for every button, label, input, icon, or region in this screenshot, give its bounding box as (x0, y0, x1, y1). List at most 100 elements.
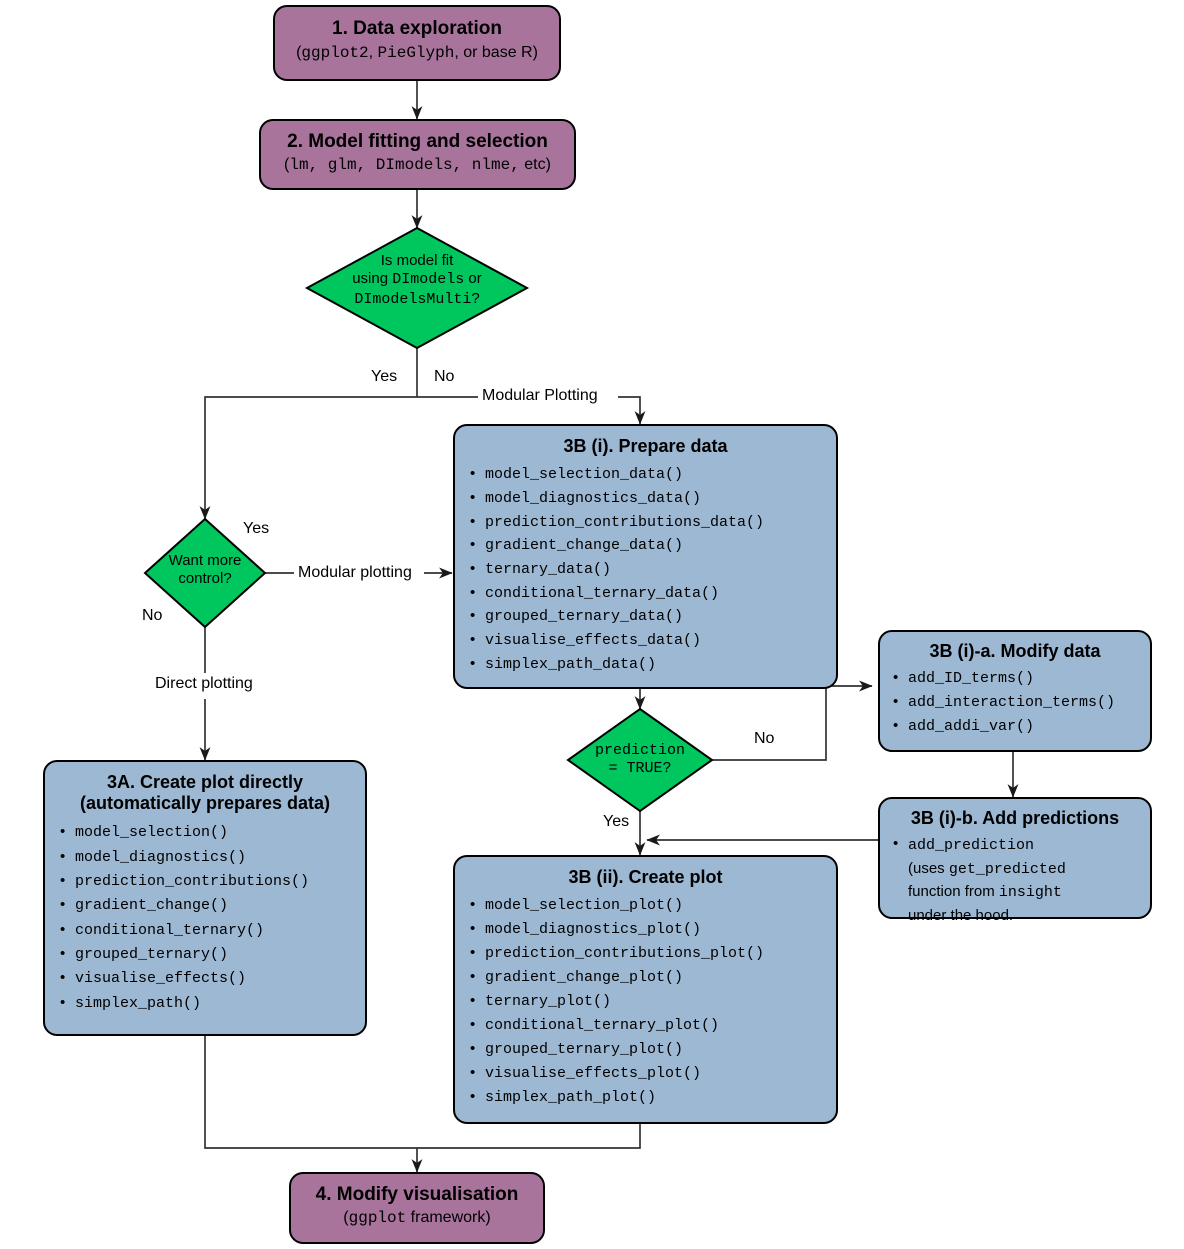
list-item: add_prediction (uses get_predicted funct… (890, 833, 1140, 927)
decision-prediction-label: prediction = TRUE? (556, 742, 724, 779)
list-item: conditional_ternary_plot() (467, 1013, 824, 1038)
uses-word: (uses (908, 859, 949, 877)
node-modify-visualisation-subtitle: (ggplot framework) (291, 1209, 543, 1228)
node-create-plot[interactable]: 3B (ii). Create plot model_selection_plo… (453, 855, 838, 1124)
decision-prediction-line1: prediction (594, 742, 685, 759)
edge-label-no-model-fit: No (434, 368, 455, 385)
list-item: gradient_change_plot() (467, 965, 824, 990)
list-item: model_diagnostics_data() (467, 486, 824, 511)
title-line-2: (automatically prepares data) (79, 793, 331, 814)
pkg-list: lm, glm, DImodels, nlme, (289, 156, 520, 175)
list-item: simplex_path_plot() (467, 1085, 824, 1110)
list-item: prediction_contributions_plot() (467, 941, 824, 966)
node-create-plot-directly[interactable]: 3A. Create plot directly (automatically … (43, 760, 367, 1036)
edge-label-direct-plotting: Direct plotting (152, 676, 256, 692)
list-item: conditional_ternary() (57, 918, 353, 943)
edge-label-yes-model-fit: Yes (371, 368, 398, 385)
sub-tail: etc) (519, 156, 551, 174)
node-model-fitting-subtitle: (lm, glm, DImodels, nlme, etc) (261, 156, 574, 175)
list-item: simplex_path() (57, 991, 353, 1016)
modify-data-function-list: add_ID_terms() add_interaction_terms() a… (890, 666, 1140, 739)
list-item: prediction_contributions() (57, 869, 353, 894)
decision-model-fit-line3: DImodelsMulti? (307, 290, 527, 309)
edge-3bii-to-bus (417, 1124, 641, 1149)
under-the-hood-words: under the hood. (908, 906, 1014, 924)
pkg-ggplot: ggplot (348, 1209, 407, 1228)
list-item: add_addi_var() (890, 714, 1140, 739)
node-data-exploration[interactable]: 1. Data exploration (ggplot2, PieGlyph, … (273, 5, 561, 81)
pkg-dimodelsmulti: DImodelsMulti (354, 290, 472, 308)
pkg-insight: insight (998, 884, 1062, 902)
edge-prediction-no (712, 680, 873, 761)
decision-want-control-line1: Want more (168, 552, 242, 569)
decision-prediction-shape (566, 707, 714, 813)
pkg-ggplot2: ggplot2 (301, 44, 369, 63)
list-item: grouped_ternary_data() (467, 604, 824, 629)
edge-label-yes-control: Yes (243, 520, 270, 537)
list-item: grouped_ternary() (57, 942, 353, 967)
sub-tail: , or base R) (454, 44, 538, 62)
list-item: visualise_effects_data() (467, 628, 824, 653)
sub-tail: framework) (406, 1209, 491, 1227)
list-item: ternary_plot() (467, 989, 824, 1014)
paren-open: ( (284, 156, 290, 174)
edge-label-modular-plotting-side: Modular plotting (296, 564, 414, 581)
list-item: gradient_change_data() (467, 533, 824, 558)
question-mark: ? (471, 289, 480, 307)
list-item: model_selection_data() (467, 462, 824, 487)
pkg-pieglyph: PieGlyph (377, 44, 455, 63)
or-word: or (464, 270, 482, 288)
list-item: model_selection_plot() (467, 893, 824, 918)
edge-no-to-prepare-right (618, 396, 646, 425)
node-add-predictions-title: 3B (i)-b. Add predictions (910, 808, 1120, 828)
node-modify-data-title: 3B (i)-a. Modify data (929, 641, 1101, 661)
node-data-exploration-title: 1. Data exploration (332, 18, 502, 39)
node-model-fitting-title: 2. Model fitting and selection (287, 131, 548, 152)
edge-label-modular-plotting-top: Modular Plotting (480, 387, 600, 404)
function-from-words: function from (908, 883, 999, 901)
node-prepare-data-title: 3B (i). Prepare data (563, 436, 728, 456)
list-item: ternary_data() (467, 557, 824, 582)
pkg-dimodels: DImodels (392, 271, 465, 289)
list-item: model_selection() (57, 820, 353, 845)
paren-open: ( (296, 44, 302, 62)
list-item: model_diagnostics_plot() (467, 917, 824, 942)
list-item: gradient_change() (57, 893, 353, 918)
decision-model-fit-line1: Is model fit (380, 252, 454, 269)
paren-open: ( (343, 1209, 349, 1227)
title-line-1: 3A. Create plot directly (106, 772, 304, 792)
decision-want-control-label: Want more control? (132, 552, 278, 589)
node-model-fitting[interactable]: 2. Model fitting and selection (lm, glm,… (259, 119, 576, 190)
list-item: grouped_ternary_plot() (467, 1037, 824, 1062)
node-modify-visualisation-title: 4. Modify visualisation (315, 1184, 519, 1205)
create-plot-function-list: model_selection_plot() model_diagnostics… (467, 893, 824, 1110)
decision-model-fit-line2: using DImodels or (307, 270, 527, 289)
node-create-plot-title: 3B (ii). Create plot (568, 867, 723, 887)
node-prepare-data[interactable]: 3B (i). Prepare data model_selection_dat… (453, 424, 838, 689)
list-item: add_ID_terms() (890, 666, 1140, 691)
node-add-predictions[interactable]: 3B (i)-b. Add predictions add_prediction… (878, 797, 1152, 924)
fn-get-predicted: get_predicted (948, 860, 1066, 878)
node-modify-data[interactable]: 3B (i)-a. Modify data add_ID_terms() add… (878, 630, 1152, 752)
prepare-data-function-list: model_selection_data() model_diagnostics… (467, 462, 824, 677)
edge-label-no-prediction: No (754, 730, 775, 747)
edge-3a-to-bus (204, 1036, 417, 1149)
edge-label-yes-prediction: Yes (603, 813, 630, 830)
decision-prediction-line2: = TRUE? (608, 760, 672, 778)
create-plot-directly-function-list: model_selection() model_diagnostics() pr… (57, 820, 353, 1016)
list-item: visualise_effects_plot() (467, 1061, 824, 1086)
list-item: prediction_contributions_data() (467, 510, 824, 535)
add-predictions-detail-list: add_prediction (uses get_predicted funct… (890, 833, 1140, 927)
decision-want-control-line2: control? (178, 570, 232, 588)
decision-model-fit-shape (304, 226, 530, 350)
list-item: add_interaction_terms() (890, 690, 1140, 715)
edge-yes-to-control (199, 396, 417, 520)
node-modify-visualisation[interactable]: 4. Modify visualisation (ggplot framewor… (289, 1172, 545, 1244)
list-item: visualise_effects() (57, 966, 353, 991)
fn-add-prediction: add_prediction (908, 837, 1035, 855)
comma-1: , (368, 44, 378, 62)
node-data-exploration-subtitle: (ggplot2, PieGlyph, or base R) (275, 44, 559, 63)
list-item: simplex_path_data() (467, 652, 824, 677)
node-create-plot-directly-title: 3A. Create plot directly (automatically … (57, 772, 353, 814)
